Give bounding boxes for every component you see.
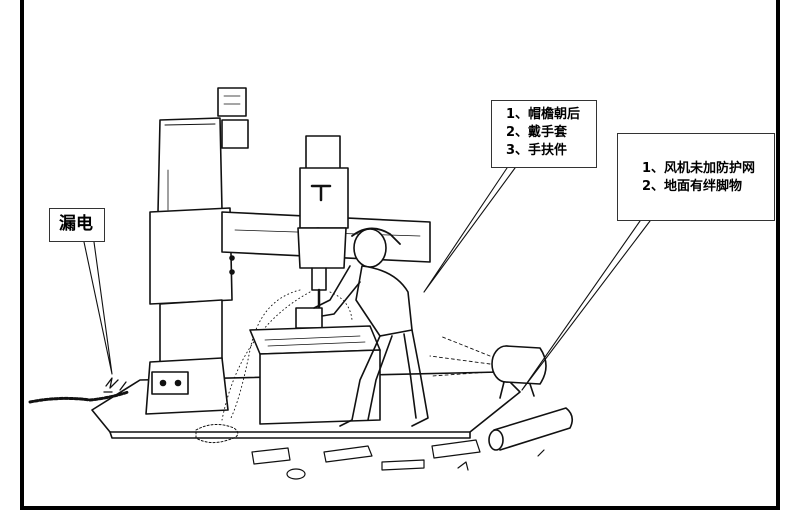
callout-worker-violations: 1、帽檐朝后 2、戴手套 3、手扶件 (491, 100, 597, 168)
fan-unit (491, 345, 547, 399)
callout-fan-line-1: 1、风机未加防护网 (642, 161, 756, 176)
callout-fan-hazards: 1、风机未加防护网 2、地面有绊脚物 (617, 133, 775, 221)
coolant-splash (221, 289, 353, 421)
drill-column (145, 117, 235, 415)
spark-icon (103, 377, 127, 393)
callout-pointers (83, 167, 651, 391)
airflow-lines (429, 335, 491, 377)
floor-debris (251, 439, 545, 480)
callout-fan-line-2: 2、地面有绊脚物 (642, 179, 743, 194)
worker-figure (313, 227, 429, 427)
callout-worker-line-3: 3、手扶件 (506, 143, 568, 158)
callout-worker-line-1: 1、帽檐朝后 (506, 107, 581, 122)
power-cable (28, 390, 130, 404)
top-motor (217, 87, 249, 149)
callout-leakage-text: 漏电 (59, 214, 93, 234)
workpiece (295, 307, 323, 329)
callout-leakage: 漏电 (49, 208, 105, 242)
work-table (249, 325, 381, 425)
callout-worker-line-2: 2、戴手套 (506, 125, 568, 140)
drill-head (297, 135, 349, 312)
pipe-obstacle (488, 407, 574, 451)
leak-puddle (195, 424, 239, 444)
